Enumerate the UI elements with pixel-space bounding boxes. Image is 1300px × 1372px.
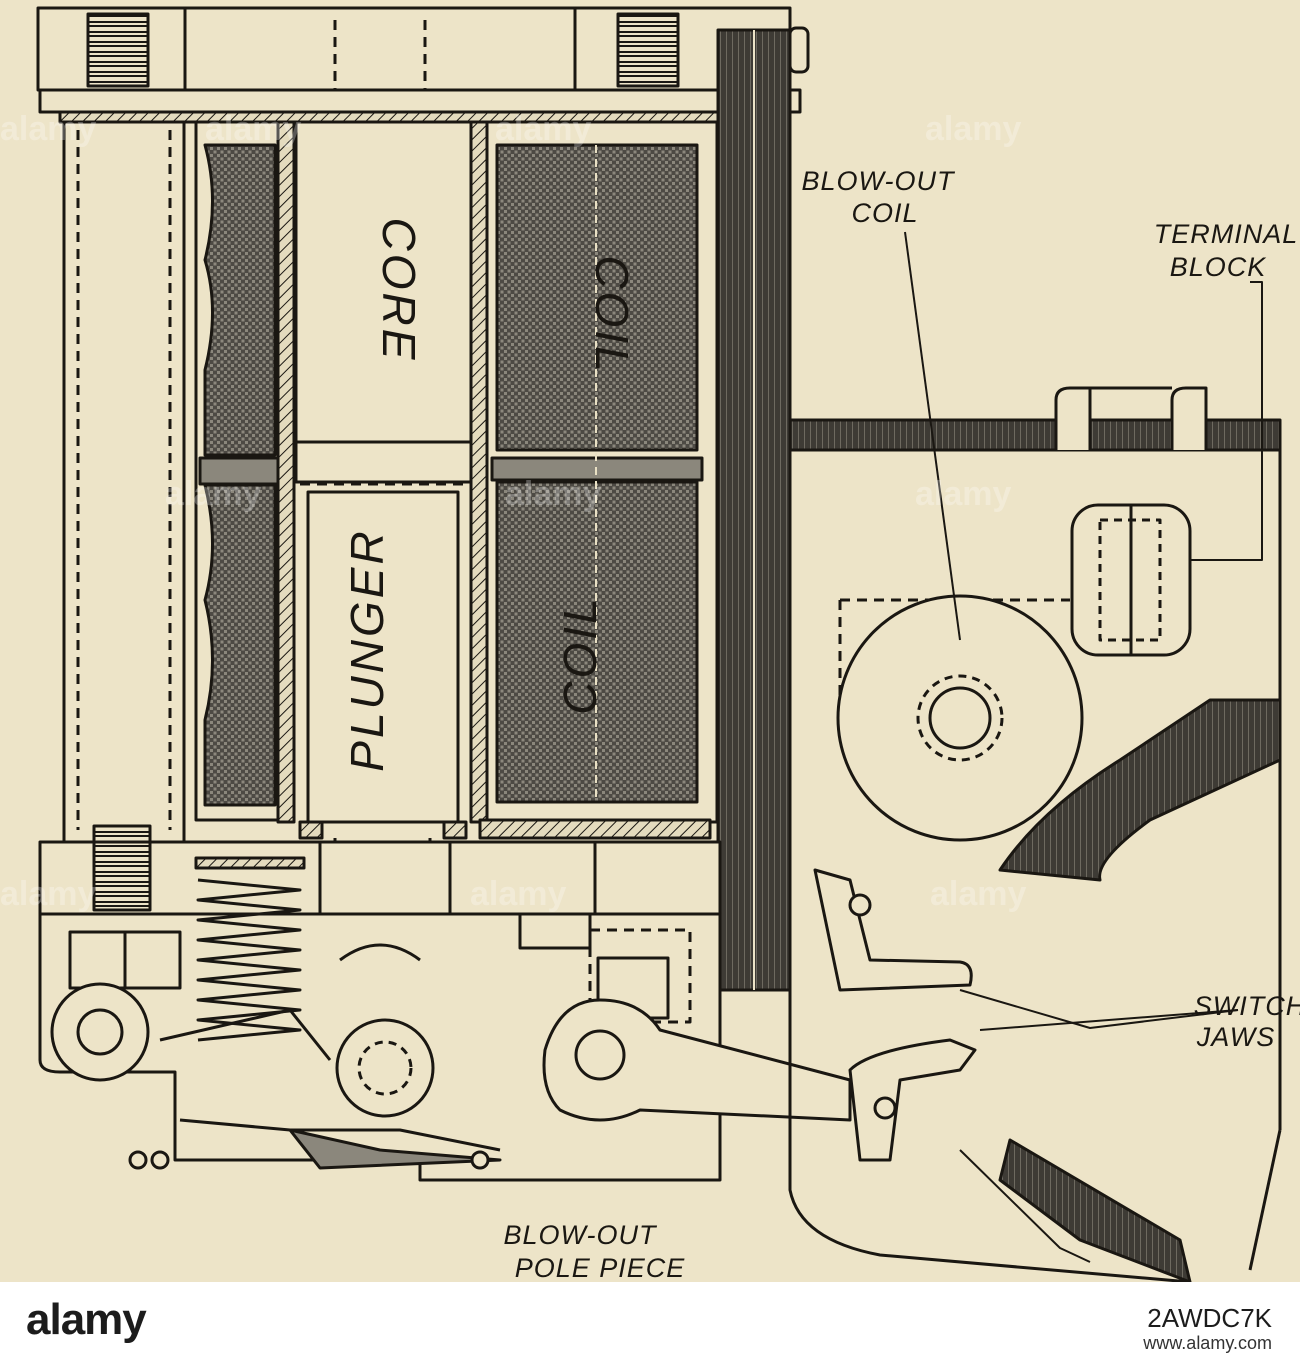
watermark-9: alamy [470, 875, 566, 913]
contactor-diagram: CORE COIL PLUNGER COIL BLOW-OUT COIL TER… [0, 6, 1300, 1282]
label-core: CORE [373, 218, 425, 363]
watermark-4: alamy [925, 110, 1021, 148]
image-code: 2AWDC7K www.alamy.com [1143, 1304, 1272, 1354]
label-pole-piece-line2: POLE PIECE [515, 1253, 686, 1282]
label-plunger: PLUNGER [341, 528, 393, 771]
leader-lines [904, 231, 1263, 1263]
label-terminal-block-line2: BLOCK [1170, 252, 1267, 282]
left-coil [194, 120, 296, 824]
watermark-2: alamy [205, 110, 301, 148]
watermark: alamy alamy alamy alamy alamy alamy alam… [0, 110, 1026, 913]
watermark-5: alamy [165, 475, 261, 513]
spring [194, 856, 306, 1042]
label-coil-lower: COIL [554, 595, 606, 714]
blowout-strap [716, 26, 810, 992]
label-blowout-coil-line2: COIL [851, 198, 918, 228]
watermark-3: alamy [495, 110, 591, 148]
watermark-6: alamy [505, 475, 601, 513]
label-switch-jaws-line2: JAWS [1196, 1022, 1276, 1052]
watermark-8: alamy [0, 875, 96, 913]
label-terminal-block-line1: TERMINAL [1154, 219, 1299, 249]
site-url: www.alamy.com [1143, 1333, 1272, 1353]
label-pole-piece-line1: BLOW-OUT [503, 1220, 658, 1250]
alamy-logo: alamy [26, 1295, 147, 1344]
right-housing [788, 386, 1282, 1282]
top-bar [36, 6, 802, 124]
lever-linkage [50, 982, 852, 1170]
watermark-7: alamy [915, 475, 1011, 513]
core-and-plunger [294, 120, 473, 960]
label-coil-upper: COIL [586, 255, 638, 374]
watermark-1: alamy [0, 110, 96, 148]
main-coil [469, 120, 719, 840]
label-switch-jaws-line1: SWITCH [1194, 991, 1300, 1021]
brand: alamy [26, 1295, 147, 1344]
switch-jaws [813, 868, 977, 1162]
label-blowout-coil-line1: BLOW-OUT [801, 166, 956, 196]
footer-bar: alamy 2AWDC7K www.alamy.com [0, 1282, 1300, 1372]
image-id: 2AWDC7K [1147, 1303, 1272, 1333]
watermark-10: alamy [930, 875, 1026, 913]
